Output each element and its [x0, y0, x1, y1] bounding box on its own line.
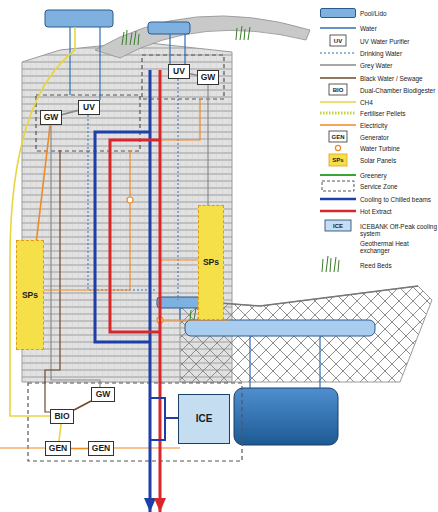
legend-label: Service Zone [360, 183, 438, 190]
legend-label: UV Water Purifier [360, 38, 438, 45]
legend-label: Pool/Lido [360, 10, 438, 17]
pool-shape [45, 10, 113, 27]
gen-sample [329, 131, 347, 142]
legend-label: Water Turbine [360, 145, 438, 152]
roof-canopy [95, 16, 310, 58]
hot-extract-sample [320, 210, 356, 212]
node-label: GW [201, 73, 216, 82]
node-label: UV [83, 103, 95, 112]
service-zone [142, 55, 224, 99]
legend-label: Generator [360, 134, 438, 141]
legend-label: Black Water / Sewage [360, 75, 438, 82]
electricity-line [0, 99, 230, 448]
legend-label: Cooling to Chilled beams [360, 196, 438, 203]
cooling-pipe [150, 398, 165, 440]
connector-line [71, 448, 88, 450]
legend-swatch [320, 8, 356, 18]
black-water-pipe [45, 150, 60, 412]
legend-label: ICEBANK Off-Peak cooling system [360, 223, 438, 237]
connector-line [190, 74, 197, 75]
water-tank [234, 388, 338, 445]
connector-line [62, 110, 78, 114]
node-label: SPs [203, 258, 219, 267]
node-label: GEN [92, 444, 110, 453]
solar-panels: SPs [198, 205, 224, 320]
generator: GEN [88, 441, 114, 456]
turbine-sample [335, 145, 340, 150]
cooling-sample [320, 198, 356, 200]
node-label: SPs [22, 291, 38, 300]
legend-label: Solar Panels [360, 157, 438, 164]
connector-line [37, 125, 51, 240]
geothermal-tip [144, 498, 156, 512]
greywater-unit: GW [91, 387, 115, 402]
uv-sample [330, 35, 346, 46]
legend-label: Dual-Chamber Biodigester [360, 87, 438, 94]
node-label: GW [44, 113, 59, 122]
water-turbine [127, 197, 133, 203]
node-label: BIO [54, 412, 69, 421]
generator: GEN [45, 441, 71, 456]
sample-label: UV [334, 38, 342, 44]
cooling-pipe [165, 417, 178, 419]
greenery-sample [320, 174, 356, 176]
geothermal-tip [154, 498, 166, 512]
service-zone [28, 383, 242, 461]
bio-sample [329, 84, 347, 95]
reed-bed [122, 26, 339, 320]
legend-label: Drinking Water [360, 50, 438, 57]
biodigester: BIO [50, 409, 74, 424]
icebank-tank: ICE [178, 394, 230, 444]
greywater-unit: GW [40, 110, 62, 125]
node-label: UV [173, 67, 185, 76]
uv-purifier: UV [168, 64, 190, 79]
legend-label: Water [360, 25, 438, 32]
legend-label: Hot Extract [360, 208, 438, 215]
node-label: GEN [49, 444, 67, 453]
electricity-sample [320, 124, 356, 125]
solar-sample [329, 154, 347, 166]
node-label: GW [96, 390, 111, 399]
greywater-unit: GW [197, 70, 219, 85]
connector-line [59, 424, 61, 441]
connector-line [74, 401, 91, 410]
legend-label: Fertiliser Pellets [360, 110, 438, 117]
reed-stems [322, 256, 339, 272]
legend-label: Reed Beds [360, 262, 438, 269]
ch4-line [10, 27, 75, 416]
sample-label: GEN [331, 134, 344, 140]
service-zone-sample [322, 181, 354, 191]
legend-samples [320, 28, 356, 231]
sample-label: SPs [332, 157, 343, 163]
reed-stems [236, 26, 250, 40]
sample-label: ICE [333, 223, 343, 229]
hot-extract-pipe [110, 70, 160, 512]
solar-panels: SPs [16, 240, 44, 350]
drinking-water-line [88, 79, 178, 300]
lido-shape [185, 320, 375, 336]
reed-stems [122, 30, 139, 45]
water-sample [320, 27, 356, 28]
black-water-sample [320, 77, 356, 78]
pool-shape [148, 22, 190, 34]
legend-label: Electricity [360, 122, 438, 129]
fertiliser-sample [320, 112, 356, 115]
ch4-sample [320, 101, 356, 103]
legend-label: CH4 [360, 99, 438, 106]
uv-purifier: UV [78, 100, 100, 115]
legend-label: Greenery [360, 172, 438, 179]
legend-label: Grey Water [360, 62, 438, 69]
ice-sample [325, 220, 351, 231]
sample-label: BIO [333, 87, 344, 93]
grey-water-sample [320, 64, 356, 65]
node-label: ICE [196, 414, 213, 424]
legend-label: Geothermal Heat exchanger [360, 240, 438, 254]
drinking-water-sample [320, 52, 356, 53]
